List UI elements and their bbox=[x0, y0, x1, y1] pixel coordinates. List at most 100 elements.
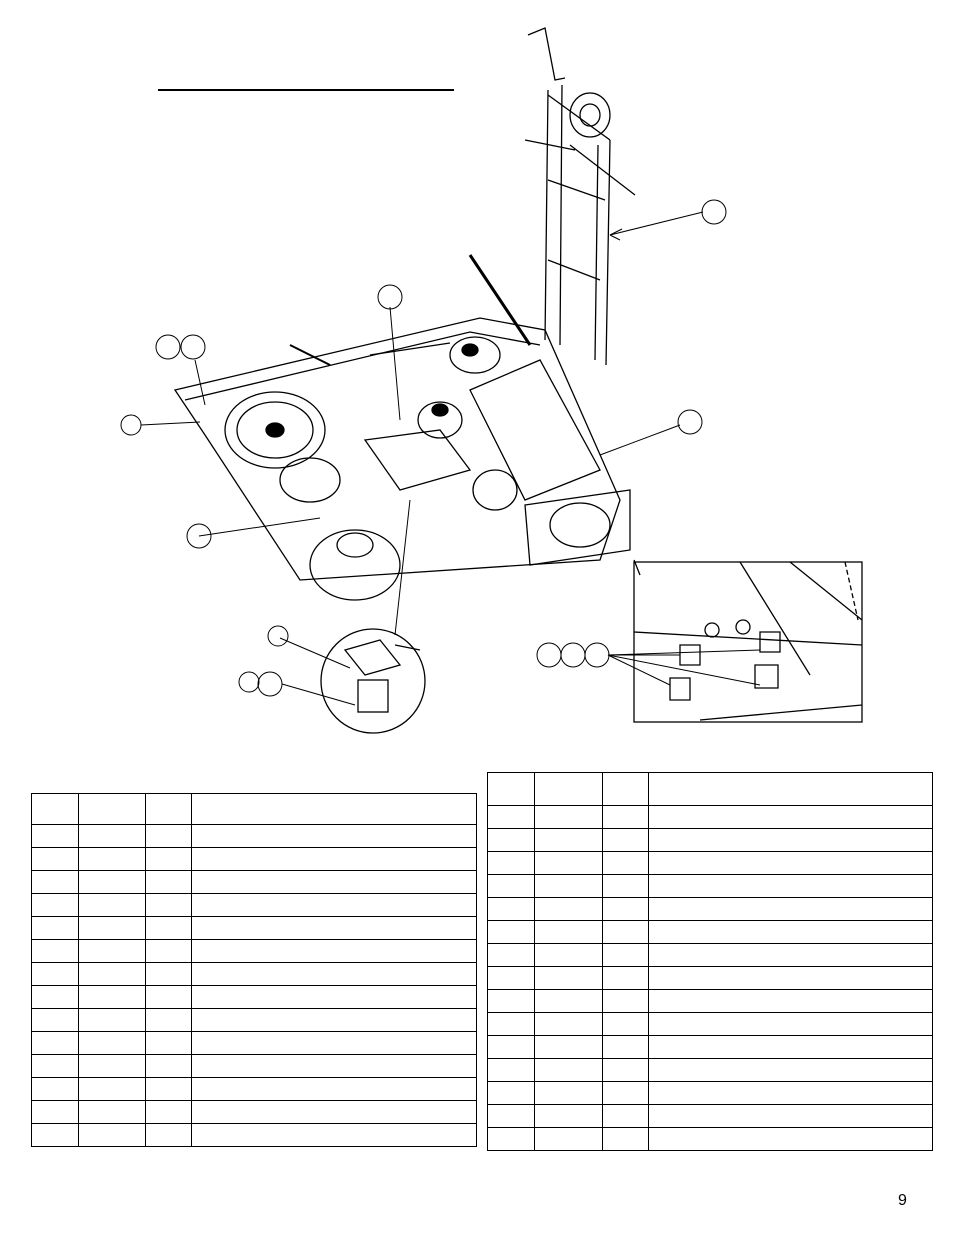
nut-icon bbox=[679, 644, 701, 666]
table-row bbox=[31, 893, 477, 917]
table-row bbox=[487, 772, 933, 806]
table-cell bbox=[534, 1104, 603, 1128]
table-cell bbox=[31, 939, 79, 963]
table-cell bbox=[191, 939, 477, 963]
table-cell bbox=[145, 1031, 192, 1055]
table-row bbox=[31, 1077, 477, 1101]
table-cell bbox=[191, 1100, 477, 1124]
table-row bbox=[487, 1058, 933, 1082]
table-cell bbox=[78, 1008, 146, 1032]
table-cell bbox=[602, 828, 649, 852]
table-cell bbox=[145, 962, 192, 986]
table-cell bbox=[648, 1035, 933, 1059]
table-cell bbox=[602, 897, 649, 921]
table-cell bbox=[487, 1012, 535, 1036]
table-cell bbox=[534, 943, 603, 967]
table-row bbox=[31, 939, 477, 963]
callout-circles bbox=[120, 199, 727, 697]
table-cell bbox=[534, 805, 603, 829]
table-cell bbox=[648, 1012, 933, 1036]
table-row bbox=[31, 824, 477, 848]
table-cell bbox=[145, 916, 192, 940]
table-cell bbox=[191, 870, 477, 894]
nut-icon bbox=[759, 631, 781, 653]
left-pulley bbox=[224, 391, 326, 469]
table-cell bbox=[31, 1008, 79, 1032]
table-cell bbox=[648, 989, 933, 1013]
table-cell bbox=[648, 1081, 933, 1105]
table-cell bbox=[191, 1008, 477, 1032]
table-cell bbox=[602, 772, 649, 806]
table-cell bbox=[191, 962, 477, 986]
table-cell bbox=[78, 985, 146, 1009]
table-cell bbox=[648, 943, 933, 967]
center-pulley bbox=[417, 401, 463, 439]
table-cell bbox=[648, 874, 933, 898]
table-cell bbox=[145, 939, 192, 963]
table-row bbox=[487, 966, 933, 990]
table-cell bbox=[31, 962, 79, 986]
table-cell bbox=[648, 1127, 933, 1151]
table-cell bbox=[78, 793, 146, 825]
table-cell bbox=[487, 1035, 535, 1059]
detail-inset bbox=[633, 559, 863, 723]
table-row bbox=[487, 805, 933, 829]
table-cell bbox=[78, 1123, 146, 1147]
deck-plate bbox=[173, 317, 621, 581]
table-cell bbox=[648, 828, 933, 852]
spring-rod bbox=[468, 254, 532, 346]
table-row bbox=[487, 1104, 933, 1128]
table-cell bbox=[534, 851, 603, 875]
table-cell bbox=[534, 1127, 603, 1151]
table-row bbox=[31, 1031, 477, 1055]
table-cell bbox=[648, 897, 933, 921]
callout-leaders bbox=[140, 211, 761, 706]
table-cell bbox=[31, 985, 79, 1009]
table-cell bbox=[487, 897, 535, 921]
table-cell bbox=[145, 1123, 192, 1147]
table-cell bbox=[31, 1100, 79, 1124]
nut-icon bbox=[754, 664, 779, 689]
table-cell bbox=[145, 847, 192, 871]
table-cell bbox=[487, 805, 535, 829]
table-cell bbox=[31, 824, 79, 848]
page-number: 9 bbox=[898, 1192, 907, 1209]
table-row bbox=[31, 962, 477, 986]
table-cell bbox=[145, 985, 192, 1009]
table-row bbox=[487, 1035, 933, 1059]
table-cell bbox=[534, 1012, 603, 1036]
table-cell bbox=[602, 1012, 649, 1036]
table-cell bbox=[31, 1054, 79, 1078]
table-cell bbox=[648, 772, 933, 806]
table-cell bbox=[602, 1127, 649, 1151]
table-cell bbox=[648, 851, 933, 875]
table-cell bbox=[31, 793, 79, 825]
table-row bbox=[487, 1081, 933, 1105]
title-underline bbox=[158, 89, 454, 91]
table-cell bbox=[487, 966, 535, 990]
table-cell bbox=[191, 1123, 477, 1147]
table-cell bbox=[602, 920, 649, 944]
upper-pulley bbox=[569, 92, 611, 138]
mower-deck-exploded-diagram bbox=[120, 27, 863, 734]
table-cell bbox=[191, 985, 477, 1009]
table-cell bbox=[31, 1077, 79, 1101]
table-cell bbox=[31, 847, 79, 871]
table-row bbox=[31, 793, 477, 825]
gearbox-housing bbox=[363, 359, 631, 566]
table-row bbox=[487, 1127, 933, 1151]
table-row bbox=[487, 1012, 933, 1036]
table-cell bbox=[78, 1031, 146, 1055]
table-cell bbox=[487, 1127, 535, 1151]
table-cell bbox=[191, 1031, 477, 1055]
table-row bbox=[487, 828, 933, 852]
table-row bbox=[487, 989, 933, 1013]
table-cell bbox=[31, 870, 79, 894]
pulleys bbox=[224, 336, 611, 601]
table-cell bbox=[602, 805, 649, 829]
table-row bbox=[31, 985, 477, 1009]
table-row bbox=[31, 916, 477, 940]
table-cell bbox=[487, 772, 535, 806]
parts-table-right bbox=[487, 772, 933, 1151]
parts-table-left bbox=[31, 793, 477, 1147]
